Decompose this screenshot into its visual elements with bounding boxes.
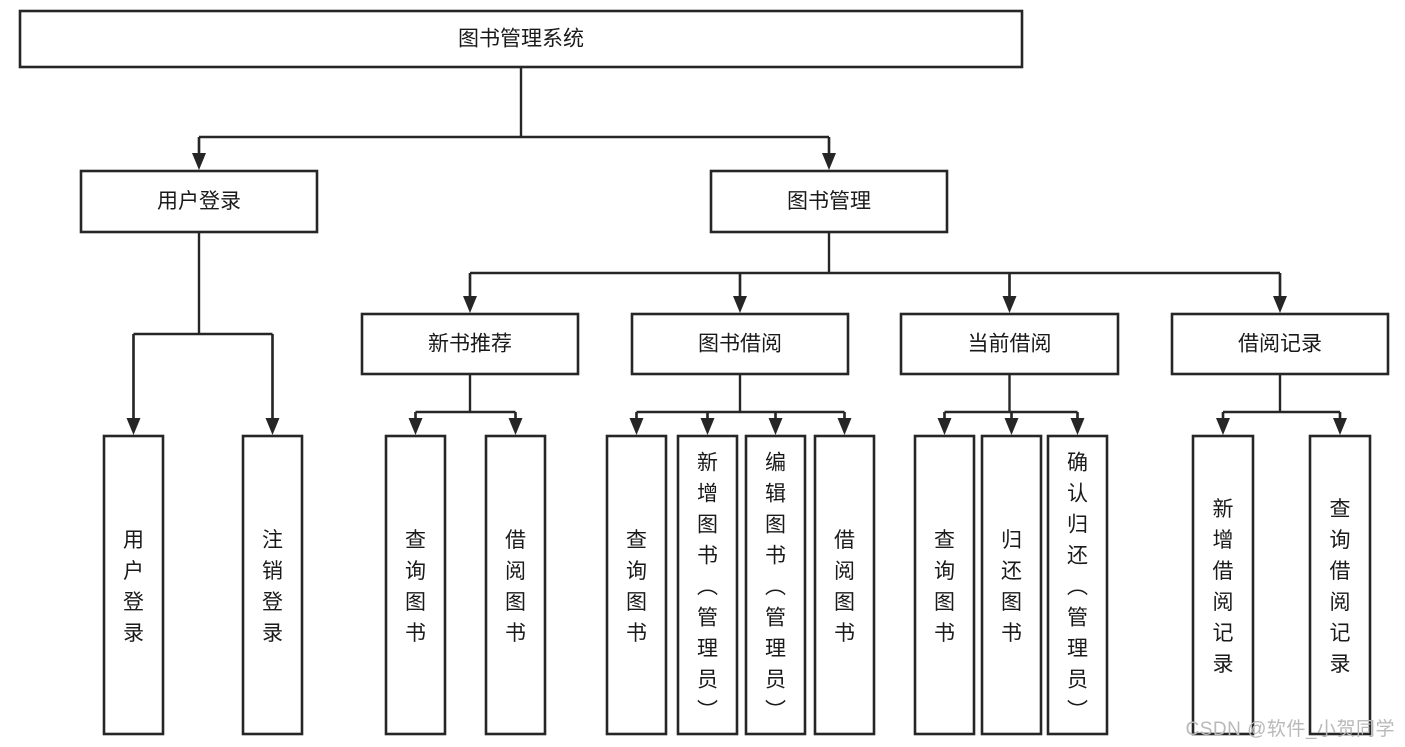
node-leaf-confirm-return-admin-label: 确认归还︵管理员︶ bbox=[1067, 452, 1088, 723]
edge-group-borrow-record bbox=[1216, 374, 1347, 435]
node-leaf-user-login[interactable]: 用户登录 bbox=[102, 434, 165, 736]
node-borrow-record-box[interactable] bbox=[1170, 312, 1390, 376]
node-leaf-query-book-1-box[interactable] bbox=[384, 434, 447, 736]
node-leaf-borrow-book-2-label: 借阅图书 bbox=[834, 529, 855, 645]
node-leaf-confirm-return-admin-box[interactable] bbox=[1046, 434, 1109, 736]
edge-group-current-borrow bbox=[937, 374, 1085, 435]
edge-group-book-borrow bbox=[629, 374, 852, 435]
node-leaf-query-borrow-record[interactable]: 查询借阅记录 bbox=[1308, 434, 1372, 736]
node-leaf-logout-login-box[interactable] bbox=[241, 434, 304, 736]
node-current-borrow[interactable]: 当前借阅 bbox=[899, 312, 1120, 376]
node-root-system-label: 图书管理系统 bbox=[458, 28, 584, 51]
node-leaf-query-borrow-record-label: 查询借阅记录 bbox=[1330, 498, 1351, 676]
node-leaf-return-book[interactable]: 归还图书 bbox=[980, 434, 1043, 736]
node-user-login-box[interactable] bbox=[79, 169, 319, 234]
node-root-system-box[interactable] bbox=[18, 9, 1024, 69]
node-current-borrow-box[interactable] bbox=[899, 312, 1120, 376]
node-current-borrow-label: 当前借阅 bbox=[968, 333, 1052, 356]
node-book-borrow-label: 图书借阅 bbox=[698, 333, 782, 356]
node-leaf-query-book-3[interactable]: 查询图书 bbox=[913, 434, 976, 736]
node-leaf-add-book-admin-label: 新增图书︵管理员︶ bbox=[697, 452, 718, 723]
node-leaf-query-book-2-label: 查询图书 bbox=[626, 529, 647, 645]
node-new-book-rec[interactable]: 新书推荐 bbox=[360, 312, 580, 376]
node-leaf-query-borrow-record-box[interactable] bbox=[1308, 434, 1372, 736]
edge-group-user-login bbox=[126, 232, 280, 435]
nodes-layer: 图书管理系统用户登录图书管理新书推荐图书借阅当前借阅借阅记录用户登录注销登录查询… bbox=[18, 9, 1390, 736]
node-book-manage-label: 图书管理 bbox=[787, 190, 871, 213]
node-leaf-query-book-1[interactable]: 查询图书 bbox=[384, 434, 447, 736]
node-book-manage[interactable]: 图书管理 bbox=[709, 169, 949, 234]
node-borrow-record-label: 借阅记录 bbox=[1238, 333, 1322, 356]
node-leaf-add-borrow-record[interactable]: 新增借阅记录 bbox=[1191, 434, 1255, 736]
node-book-borrow-box[interactable] bbox=[630, 312, 850, 376]
node-new-book-rec-label: 新书推荐 bbox=[428, 333, 512, 356]
node-user-login-label: 用户登录 bbox=[157, 190, 241, 213]
node-leaf-add-borrow-record-label: 新增借阅记录 bbox=[1213, 498, 1234, 676]
node-leaf-user-login-box[interactable] bbox=[102, 434, 165, 736]
edge-group-book-manage bbox=[463, 232, 1287, 313]
node-leaf-borrow-book-2[interactable]: 借阅图书 bbox=[813, 434, 876, 736]
node-root-system[interactable]: 图书管理系统 bbox=[18, 9, 1024, 69]
node-leaf-logout-login-label: 注销登录 bbox=[262, 529, 283, 645]
node-leaf-add-borrow-record-box[interactable] bbox=[1191, 434, 1255, 736]
node-user-login[interactable]: 用户登录 bbox=[79, 169, 319, 234]
node-leaf-edit-book-admin[interactable]: 编辑图书︵管理员︶ bbox=[744, 434, 807, 736]
node-leaf-query-book-3-box[interactable] bbox=[913, 434, 976, 736]
node-leaf-confirm-return-admin[interactable]: 确认归还︵管理员︶ bbox=[1046, 434, 1109, 736]
node-leaf-query-book-2[interactable]: 查询图书 bbox=[605, 434, 668, 736]
node-leaf-borrow-book-1[interactable]: 借阅图书 bbox=[484, 434, 547, 736]
node-book-borrow[interactable]: 图书借阅 bbox=[630, 312, 850, 376]
node-leaf-add-book-admin[interactable]: 新增图书︵管理员︶ bbox=[676, 434, 739, 736]
node-leaf-edit-book-admin-label: 编辑图书︵管理员︶ bbox=[765, 452, 786, 723]
node-new-book-rec-box[interactable] bbox=[360, 312, 580, 376]
edge-group-new-book-rec bbox=[408, 374, 523, 435]
node-leaf-borrow-book-1-label: 借阅图书 bbox=[505, 529, 526, 645]
node-leaf-borrow-book-2-box[interactable] bbox=[813, 434, 876, 736]
node-leaf-user-login-label: 用户登录 bbox=[123, 529, 144, 645]
node-leaf-query-book-1-label: 查询图书 bbox=[405, 529, 426, 645]
node-leaf-logout-login[interactable]: 注销登录 bbox=[241, 434, 304, 736]
node-leaf-query-book-2-box[interactable] bbox=[605, 434, 668, 736]
node-leaf-return-book-label: 归还图书 bbox=[1001, 529, 1022, 645]
node-leaf-query-book-3-label: 查询图书 bbox=[934, 529, 955, 645]
node-book-manage-box[interactable] bbox=[709, 169, 949, 234]
node-leaf-edit-book-admin-box[interactable] bbox=[744, 434, 807, 736]
node-leaf-return-book-box[interactable] bbox=[980, 434, 1043, 736]
edges-layer bbox=[126, 67, 1347, 435]
node-leaf-add-book-admin-box[interactable] bbox=[676, 434, 739, 736]
node-leaf-borrow-book-1-box[interactable] bbox=[484, 434, 547, 736]
node-borrow-record[interactable]: 借阅记录 bbox=[1170, 312, 1390, 376]
edge-group-root bbox=[192, 67, 836, 170]
